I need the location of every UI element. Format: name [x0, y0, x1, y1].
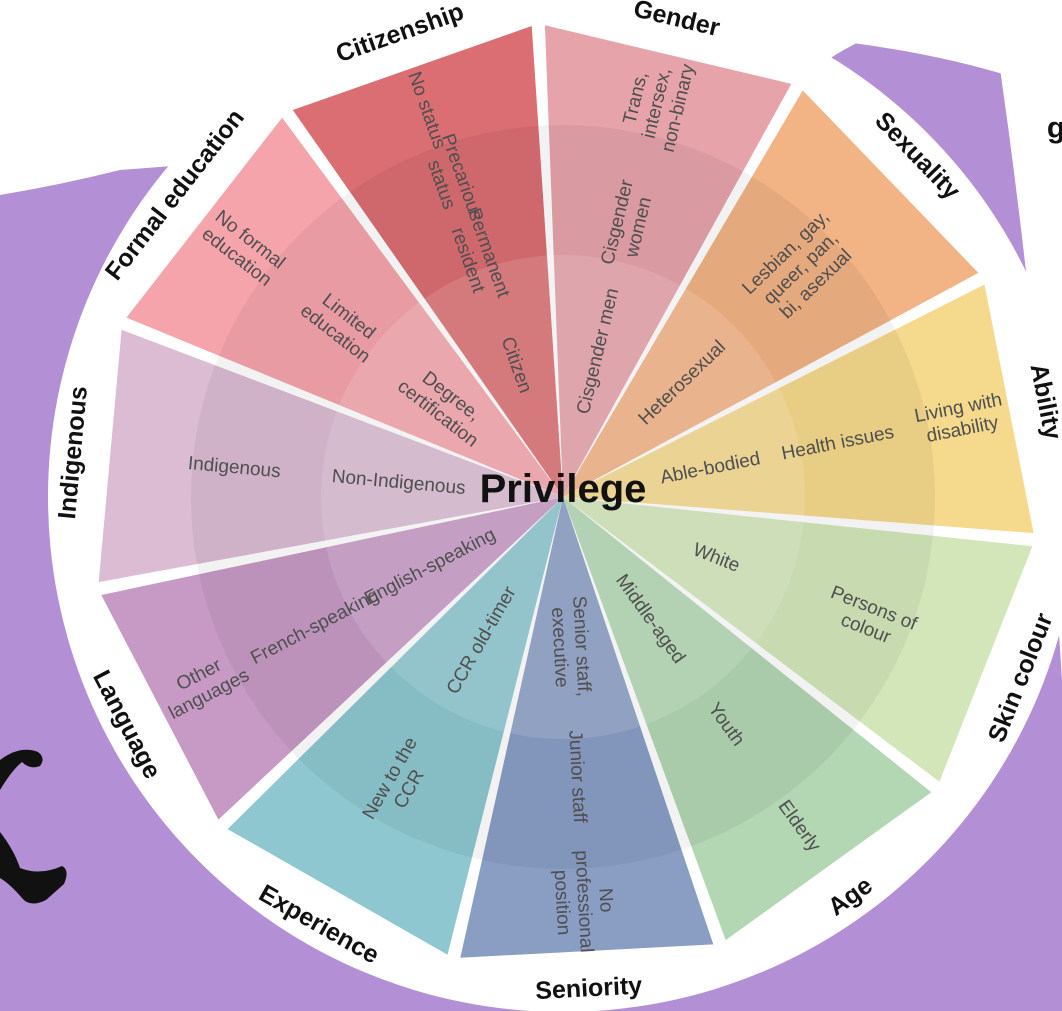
sector-wedge-age: [563, 497, 932, 941]
sector-wedge-formal-education: [126, 117, 564, 497]
category-label-seniority: Seniority: [535, 972, 643, 1006]
sector-wedges: [98, 25, 1034, 958]
sector-wedge-sexuality: [563, 90, 979, 498]
item-seniority-0: Senior staff,executive: [547, 595, 595, 698]
sector-wedge-language: [101, 497, 564, 820]
decorative-figure: [0, 749, 67, 904]
center-title: Privilege: [480, 467, 647, 511]
sector-wedge-indigenous: [98, 329, 563, 583]
sector-wedge-gender: [544, 25, 792, 498]
white-top-band: [0, 0, 1062, 195]
figure-hand-shape: [0, 749, 43, 790]
sector-wedge-ability: [563, 284, 1034, 534]
sector-wedge-seniority: [460, 497, 714, 958]
sector-wedge-experience: [227, 497, 563, 955]
figure-foot-shape: [0, 832, 67, 904]
sector-wedge-citizenship: [292, 26, 563, 497]
item-seniority-1: Junior staff: [565, 730, 591, 824]
right-edge-glyph: g: [1047, 112, 1062, 145]
sector-wedge-skin-colour: [563, 497, 1033, 782]
white-right-band: [990, 0, 1062, 680]
inner-ring-overlay: [321, 255, 805, 739]
mid-ring-overlay: [191, 125, 935, 869]
item-citizenship-1: Permanentresident: [443, 205, 515, 308]
